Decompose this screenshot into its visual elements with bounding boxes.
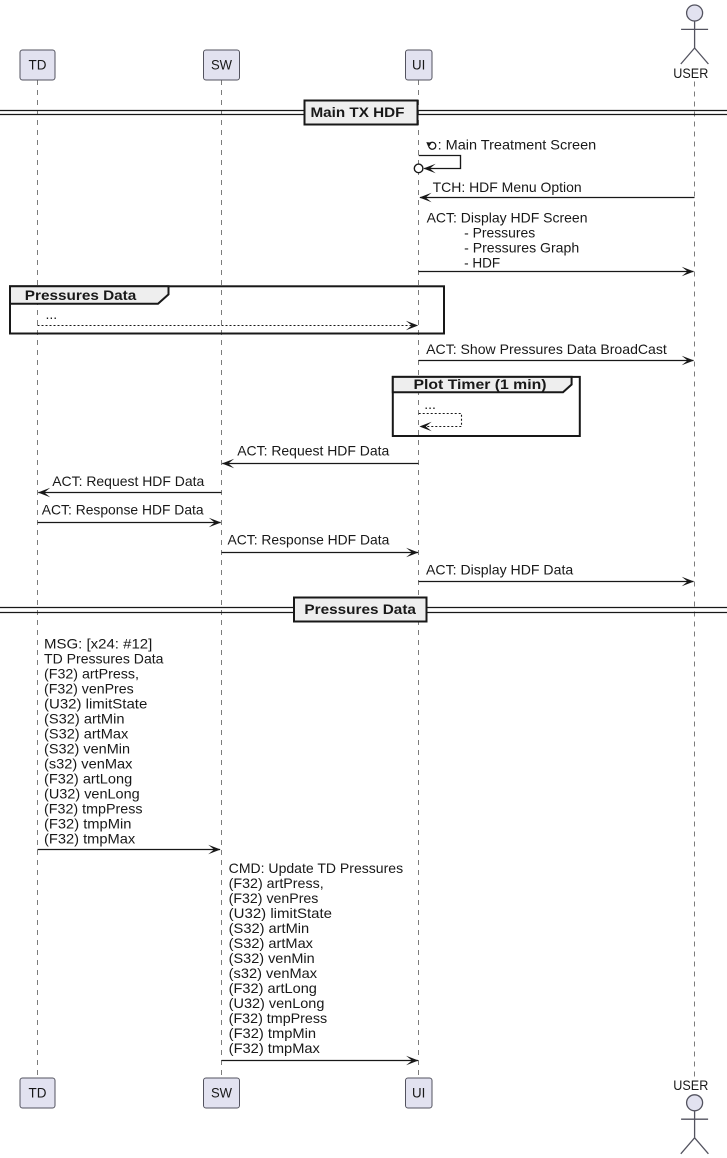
svg-text:(U32) limitState: (U32) limitState (229, 905, 333, 921)
svg-text:Plot Timer (1 min): Plot Timer (1 min) (414, 376, 547, 392)
svg-text:- Pressures: - Pressures (464, 225, 535, 241)
svg-text:TD Pressures Data: TD Pressures Data (44, 650, 164, 666)
svg-text:(S32) artMax: (S32) artMax (44, 725, 128, 741)
svg-text:(F32) venPres: (F32) venPres (44, 680, 134, 696)
svg-text:ACT: Show Pressures Data Broad: ACT: Show Pressures Data BroadCast (426, 341, 667, 357)
svg-text:(S32) venMin: (S32) venMin (229, 950, 315, 966)
svg-text:ACT: Response HDF Data: ACT: Response HDF Data (228, 532, 390, 548)
svg-text:TCH: HDF Menu Option: TCH: HDF Menu Option (433, 179, 582, 195)
svg-text:ACT: Request HDF Data: ACT: Request HDF Data (237, 443, 389, 459)
svg-text:(U32) limitState: (U32) limitState (44, 695, 148, 711)
svg-text:Main TX HDF: Main TX HDF (311, 104, 405, 120)
svg-text:(F32) artLong: (F32) artLong (44, 770, 132, 786)
svg-text:(F32) artPress,: (F32) artPress, (44, 665, 139, 681)
svg-text:ACT: Display HDF Data: ACT: Display HDF Data (426, 561, 573, 577)
svg-text:CMD: Update TD Pressures: CMD: Update TD Pressures (229, 860, 403, 876)
svg-text:(F32) tmpMax: (F32) tmpMax (44, 830, 135, 846)
svg-text:- Pressures Graph: - Pressures Graph (464, 240, 579, 256)
svg-text:(F32) tmpPress: (F32) tmpPress (44, 800, 143, 816)
svg-text:ACT: Request HDF Data: ACT: Request HDF Data (52, 473, 204, 489)
svg-text:USER: USER (673, 65, 708, 81)
svg-text:- HDF: - HDF (464, 255, 500, 271)
svg-text:USER: USER (673, 1077, 708, 1093)
svg-text:ACT: Display HDF Screen: ACT: Display HDF Screen (427, 210, 588, 226)
svg-text:TD: TD (29, 57, 47, 73)
svg-text:SW: SW (211, 1085, 233, 1101)
svg-text:(F32) venPres: (F32) venPres (229, 890, 319, 906)
svg-text:UI: UI (412, 57, 425, 73)
svg-text:(U32) venLong: (U32) venLong (44, 785, 140, 801)
svg-text:Pressures Data: Pressures Data (25, 287, 137, 303)
svg-text:: Main Treatment Screen: : Main Treatment Screen (438, 136, 597, 152)
svg-text:Pressures Data: Pressures Data (304, 601, 416, 617)
svg-text:(U32) venLong: (U32) venLong (229, 995, 325, 1011)
svg-text:(S32) artMin: (S32) artMin (44, 710, 125, 726)
svg-text:(S32) artMin: (S32) artMin (229, 920, 310, 936)
svg-text:(F32) tmpMin: (F32) tmpMin (229, 1025, 316, 1041)
svg-text:...: ... (46, 306, 58, 322)
svg-text:(F32) tmpMin: (F32) tmpMin (44, 815, 131, 831)
svg-text:MSG: [x24: #12]: MSG: [x24: #12] (44, 635, 152, 651)
svg-text:(F32) tmpPress: (F32) tmpPress (229, 1010, 328, 1026)
svg-text:(s32) venMax: (s32) venMax (229, 965, 317, 981)
svg-text:SW: SW (211, 57, 233, 73)
svg-text:TD: TD (29, 1085, 47, 1101)
svg-text:...: ... (424, 396, 436, 412)
svg-text:(S32) artMax: (S32) artMax (229, 935, 313, 951)
svg-text:(S32) venMin: (S32) venMin (44, 740, 130, 756)
svg-text:ACT: Response HDF Data: ACT: Response HDF Data (42, 502, 204, 518)
svg-text:UI: UI (412, 1085, 425, 1101)
svg-text:(F32) artLong: (F32) artLong (229, 980, 317, 996)
svg-text:(F32) artPress,: (F32) artPress, (229, 875, 324, 891)
svg-text:(s32) venMax: (s32) venMax (44, 755, 132, 771)
svg-text:(F32) tmpMax: (F32) tmpMax (229, 1040, 320, 1056)
